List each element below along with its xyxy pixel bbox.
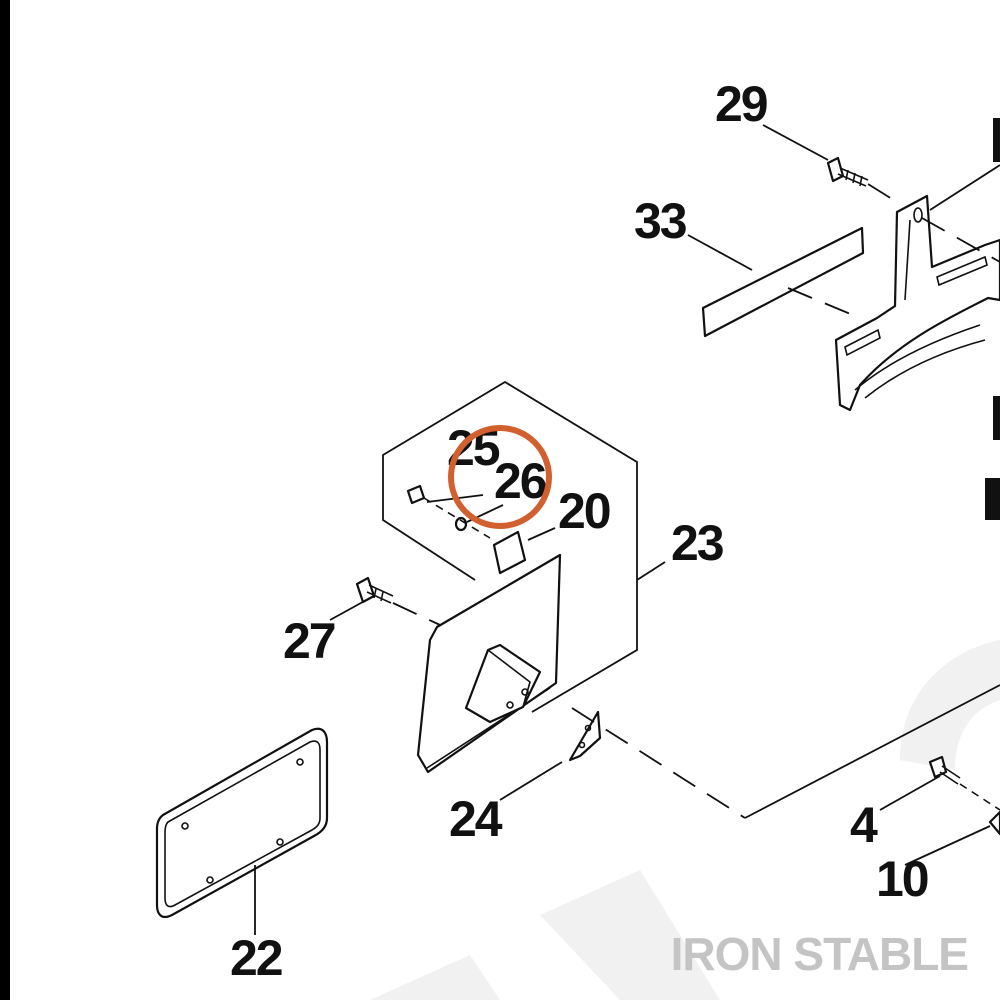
callout-labels: 29 33 25 26 20 23 27 24 22 4 10 [230,76,930,986]
callout-29: 29 [715,76,767,132]
part-bracket-mount [416,553,562,774]
highlight-circle [448,425,552,529]
callout-4: 4 [850,797,878,853]
axis-27 [392,602,441,626]
clipped-callouts [985,118,1000,520]
callout-33: 33 [634,193,686,249]
axis-bolt-29 [867,183,901,205]
watermark-text: IRON STABLE [671,928,968,980]
part-22-license-plate [155,727,329,919]
axis-bracket [921,217,1000,263]
part-24-plate [568,710,602,762]
part-bracket [834,194,1000,412]
part-20-plate [492,530,527,575]
callout-22: 22 [230,930,282,986]
callout-26: 26 [494,453,546,509]
part-4-bolt [928,755,961,785]
callout-20: 20 [558,483,610,539]
part-25-screw [406,484,426,505]
axis-right-tail [744,684,1000,819]
callout-23: 23 [671,515,723,571]
part-10-nut [988,810,1000,836]
axis-4 [959,783,1000,811]
callout-24: 24 [449,791,503,847]
part-33-strip [701,226,865,338]
group-23-outline [382,380,638,713]
part-27-bolt [355,576,394,604]
axis-24 [571,707,746,819]
watermark-shapes [370,640,1000,1000]
leader-lines [254,124,1000,935]
axis-33 [787,287,861,319]
callout-10: 10 [876,851,928,907]
callout-27: 27 [283,613,335,669]
part-29-bolt [826,156,869,187]
left-frame-bar [0,0,10,1000]
